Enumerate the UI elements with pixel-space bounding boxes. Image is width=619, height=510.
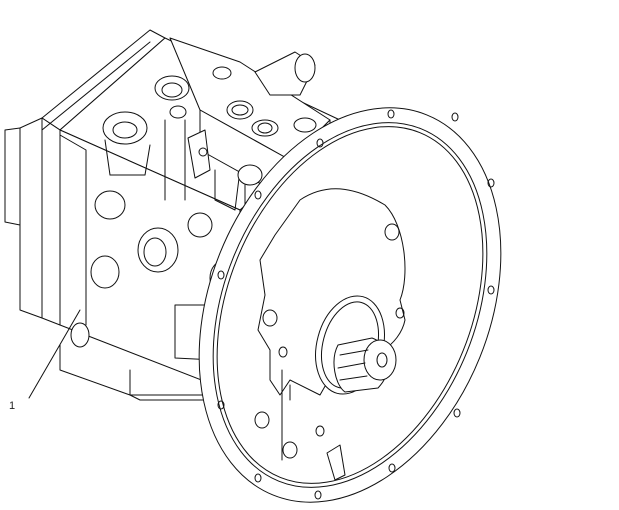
splined-shaft bbox=[333, 337, 397, 393]
front-cover bbox=[254, 188, 406, 481]
cover-bolts bbox=[254, 223, 405, 459]
callout-1-leader-line bbox=[28, 309, 81, 399]
callout-1-label: 1 bbox=[9, 400, 16, 412]
flange-bolt-holes bbox=[217, 109, 495, 500]
